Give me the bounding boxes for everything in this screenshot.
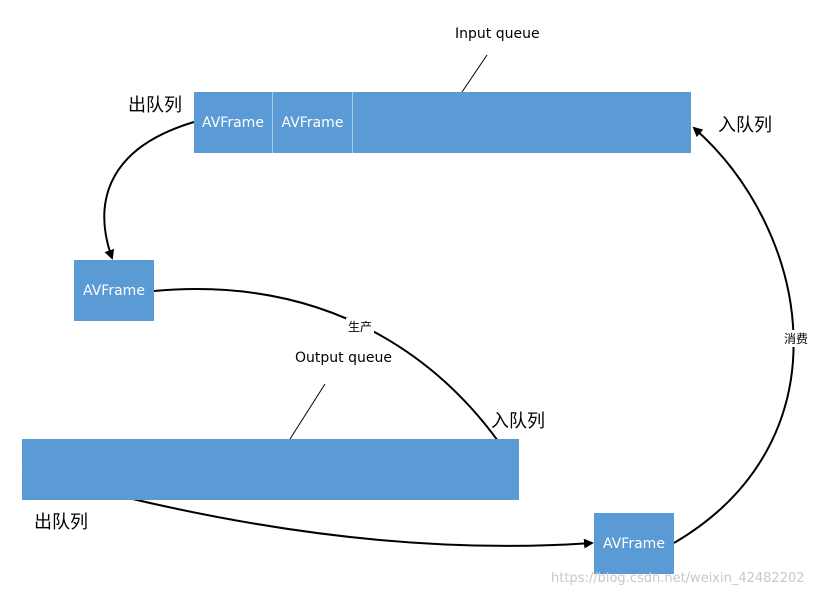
consume-label: 消费 xyxy=(782,330,811,347)
producer-avframe-box: AVFrame xyxy=(74,260,154,321)
arrow-input-dequeue xyxy=(103,121,195,260)
producer-avframe-label: AVFrame xyxy=(83,282,145,299)
output-queue-bar xyxy=(22,439,519,500)
watermark-text: https://blog.csdn.net/weixin_42482202 xyxy=(551,571,805,586)
input-queue-cell: AVFrame xyxy=(273,92,353,153)
consumer-avframe-box: AVFrame xyxy=(594,513,674,574)
output-enqueue-label: 入队列 xyxy=(491,411,545,432)
input-queue-cell: AVFrame xyxy=(194,92,273,153)
arrow-consume xyxy=(673,126,795,544)
arrow-produce xyxy=(153,288,518,470)
consumer-avframe-label: AVFrame xyxy=(603,535,665,552)
input-queue-title: Input queue xyxy=(455,26,540,42)
input-queue-leader-line xyxy=(461,54,488,93)
input-dequeue-label: 出队列 xyxy=(128,95,182,116)
produce-label: 生产 xyxy=(346,318,375,335)
output-queue-title: Output queue xyxy=(295,350,392,366)
input-queue-bar: AVFrame AVFrame xyxy=(194,92,691,153)
input-enqueue-label: 入队列 xyxy=(718,115,772,136)
output-queue-leader-line xyxy=(289,383,326,440)
output-dequeue-label: 出队列 xyxy=(34,512,88,533)
